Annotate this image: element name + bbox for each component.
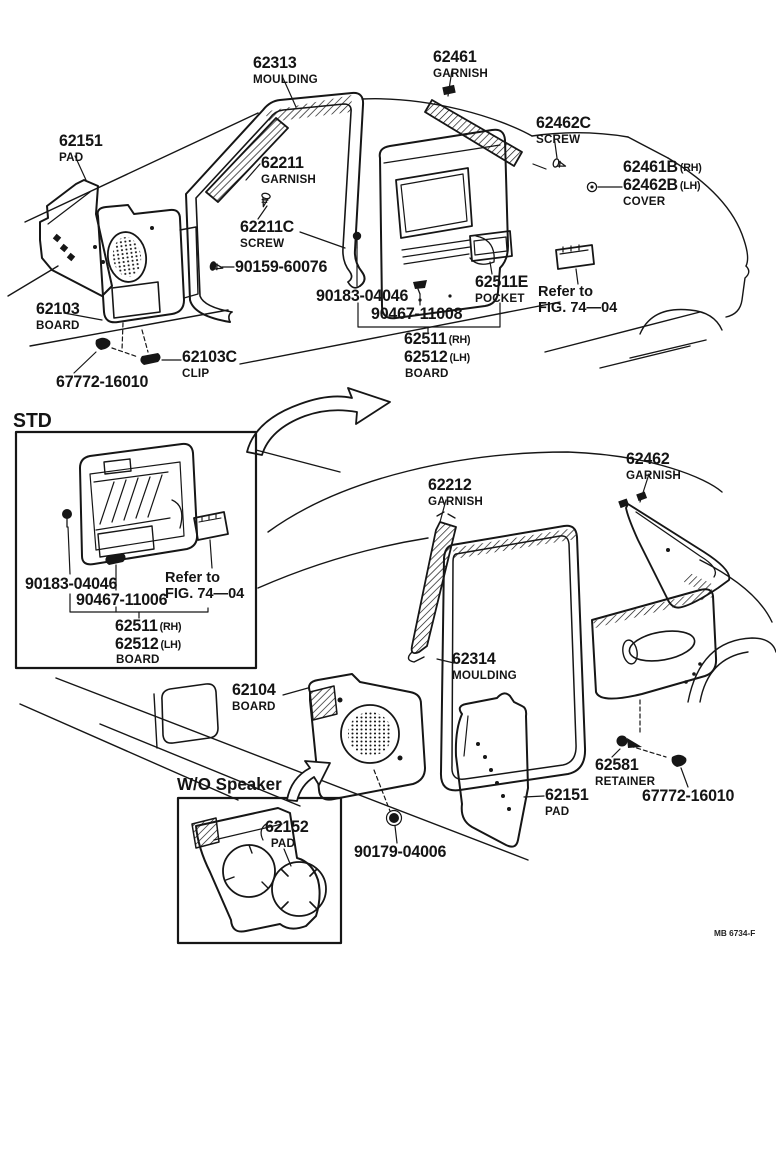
- wo-speaker-pad-62152: [191, 807, 327, 933]
- std-leader-lines: [67, 526, 213, 619]
- label-62511-std: 62511(RH): [115, 617, 182, 635]
- pad-62151-upper: [39, 179, 113, 297]
- moulding-62313: [185, 91, 366, 323]
- moulding-62314: [439, 524, 587, 792]
- label-62462B: 62462B(LH): [623, 176, 701, 194]
- label-90467-11008: 90467-11008: [371, 305, 463, 323]
- std-box-title: STD: [13, 410, 52, 432]
- retainer-icon: [616, 735, 642, 748]
- clip-icon: [413, 280, 427, 295]
- label-67772-16010-lower: 67772-16010: [642, 787, 735, 805]
- garnish-62211: [205, 117, 289, 203]
- clip-icon: [105, 553, 126, 565]
- fasteners-upper: [95, 158, 598, 365]
- pad-62151-lower: [454, 692, 529, 848]
- std-box-frame: [14, 430, 258, 670]
- pin-icon: [62, 509, 72, 528]
- label-67772-16010-upper: 67772-16010: [56, 373, 149, 391]
- board-62104: [308, 673, 426, 801]
- label-90183-04046-std: 90183-04046: [25, 575, 118, 593]
- screw-icon: [552, 158, 567, 168]
- quarter-board-upper: [378, 128, 509, 320]
- upper-diagram: [7, 69, 776, 945]
- lower-diagram: [19, 449, 776, 945]
- std-fasteners: [62, 509, 229, 565]
- wo-speaker-variant-box: [176, 796, 343, 945]
- board-62103: [96, 204, 199, 324]
- explode-arrow-upper: [246, 387, 391, 456]
- label-62461B: 62461B(RH): [623, 158, 702, 176]
- explode-arrow-lower: [286, 760, 331, 802]
- grommet-icon: [385, 809, 403, 827]
- label-90467-11006: 90467-11006: [76, 591, 168, 609]
- screw-icon: [261, 192, 271, 208]
- ashtray-refer-part-upper: [555, 244, 595, 270]
- garnish-62462: [618, 491, 731, 609]
- label-90179-04006: 90179-04006: [354, 843, 447, 861]
- pin-icon: [352, 231, 362, 249]
- label-board-upper: BOARD: [405, 366, 449, 380]
- label-board-std: BOARD: [116, 652, 160, 666]
- car-body-sketch-lower: [19, 449, 776, 861]
- grommet-icon: [95, 337, 111, 350]
- label-62512-upper: 62512(LH): [404, 348, 471, 366]
- std-variant-box: [14, 430, 258, 670]
- label-62511-upper: 62511(RH): [404, 330, 471, 348]
- leader-lines-upper: [63, 69, 623, 374]
- garnish-62212: [407, 511, 457, 663]
- ashtray-refer-part-std: [193, 511, 229, 541]
- label-90183-04046-upper: 90183-04046: [316, 287, 409, 305]
- grommet-icon: [671, 754, 687, 767]
- std-door-board: [79, 442, 199, 566]
- clip-icon: [140, 353, 161, 365]
- leader-lines-lower: [260, 473, 689, 867]
- label-cover: COVER: [623, 194, 666, 208]
- car-body-sketch-upper: [7, 98, 750, 369]
- label-90159-60076: 90159-60076: [235, 258, 328, 276]
- grommet-icon: [586, 181, 598, 193]
- wo-speaker-box-title: W/O Speaker: [177, 774, 282, 794]
- wo-speaker-box-frame: [176, 796, 343, 945]
- label-62512-std: 62512(LH): [115, 635, 182, 653]
- pocket-62511E: [469, 230, 513, 262]
- fasteners-lower: [385, 735, 687, 827]
- screw-icon: [209, 261, 224, 271]
- door-trim-board-lower: [591, 588, 718, 700]
- drawing-code-stamp: MB 6734-F: [714, 928, 756, 938]
